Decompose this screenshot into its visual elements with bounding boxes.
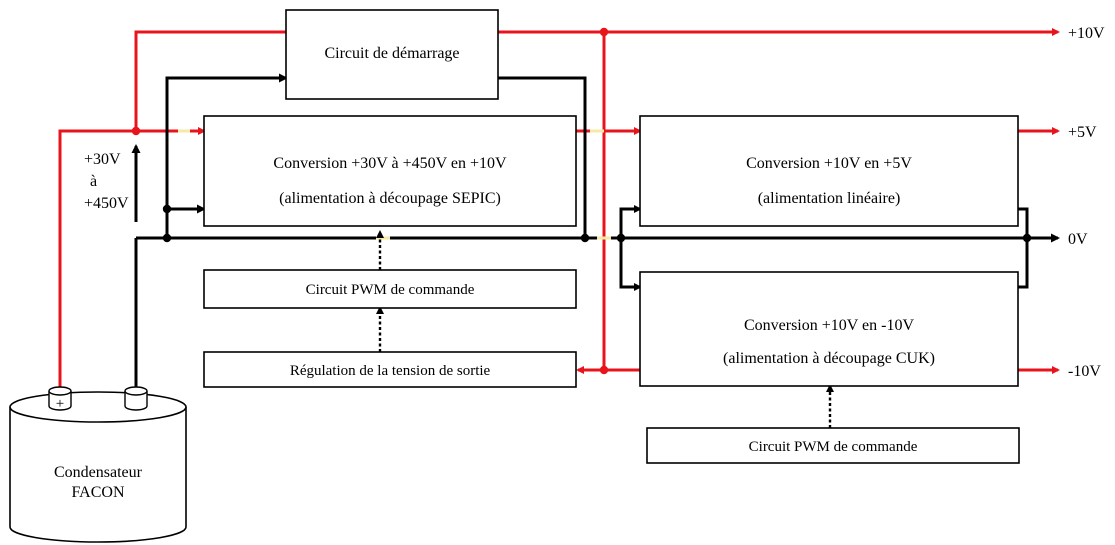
control-links — [376, 230, 834, 428]
pwm-right-label: Circuit PWM de commande — [749, 439, 918, 455]
capacitor-plus-terminal: + — [48, 386, 72, 412]
junction-dot — [616, 233, 626, 243]
startup-circuit-block: Circuit de démarrage — [285, 9, 499, 100]
junction-dots — [131, 27, 1032, 375]
capacitor: + Condensateur FACON — [9, 386, 187, 543]
junction-dot — [162, 204, 172, 214]
input-voltage-line1: +30V — [84, 151, 121, 168]
cuk-converter-block: Conversion +10V en -10V (alimentation à … — [639, 271, 1019, 387]
regulation-label: Régulation de la tension de sortie — [290, 363, 491, 379]
input-voltage-label: +30V à +450V — [84, 151, 129, 212]
plus-sign: + — [56, 396, 64, 412]
input-voltage-line3: +450V — [84, 195, 129, 212]
ground-and-signal-wires — [131, 73, 1060, 395]
pwm-left-block: Circuit PWM de commande — [203, 269, 577, 309]
capacitor-name-line2: FACON — [71, 484, 124, 501]
startup-label: Circuit de démarrage — [324, 45, 459, 62]
linear-label-line2: (alimentation linéaire) — [758, 190, 901, 207]
pwm-left-label: Circuit PWM de commande — [306, 282, 475, 298]
cuk-label-line2: (alimentation à découpage CUK) — [723, 350, 935, 367]
sepic-label-line2: (alimentation à découpage SEPIC) — [279, 190, 501, 207]
sepic-converter-block: Conversion +30V à +450V en +10V (aliment… — [203, 115, 577, 227]
sepic-label-line1: Conversion +30V à +450V en +10V — [273, 155, 507, 172]
junction-dot — [580, 233, 590, 243]
junction-dot — [1022, 233, 1032, 243]
output-minus10v: -10V — [1068, 363, 1101, 380]
junction-dot — [131, 126, 141, 136]
junction-dot — [599, 27, 609, 37]
linear-converter-block: Conversion +10V en +5V (alimentation lin… — [639, 115, 1019, 227]
cuk-label-line1: Conversion +10V en -10V — [744, 317, 914, 334]
linear-label-line1: Conversion +10V en +5V — [746, 155, 912, 172]
junction-dot — [599, 365, 609, 375]
output-plus5v: +5V — [1068, 124, 1097, 141]
power-rail-wires — [58, 28, 1060, 395]
capacitor-minus-terminal — [124, 386, 148, 411]
bus-gap-marks — [178, 129, 611, 240]
junction-dot — [162, 233, 172, 243]
output-0v: 0V — [1068, 231, 1088, 248]
input-voltage-line2: à — [90, 173, 97, 190]
pwm-right-block: Circuit PWM de commande — [646, 427, 1020, 464]
output-plus10v: +10V — [1068, 25, 1105, 42]
regulation-block: Régulation de la tension de sortie — [203, 351, 577, 388]
output-labels: +10V +5V 0V -10V — [1068, 25, 1105, 380]
capacitor-name-line1: Condensateur — [54, 464, 143, 481]
